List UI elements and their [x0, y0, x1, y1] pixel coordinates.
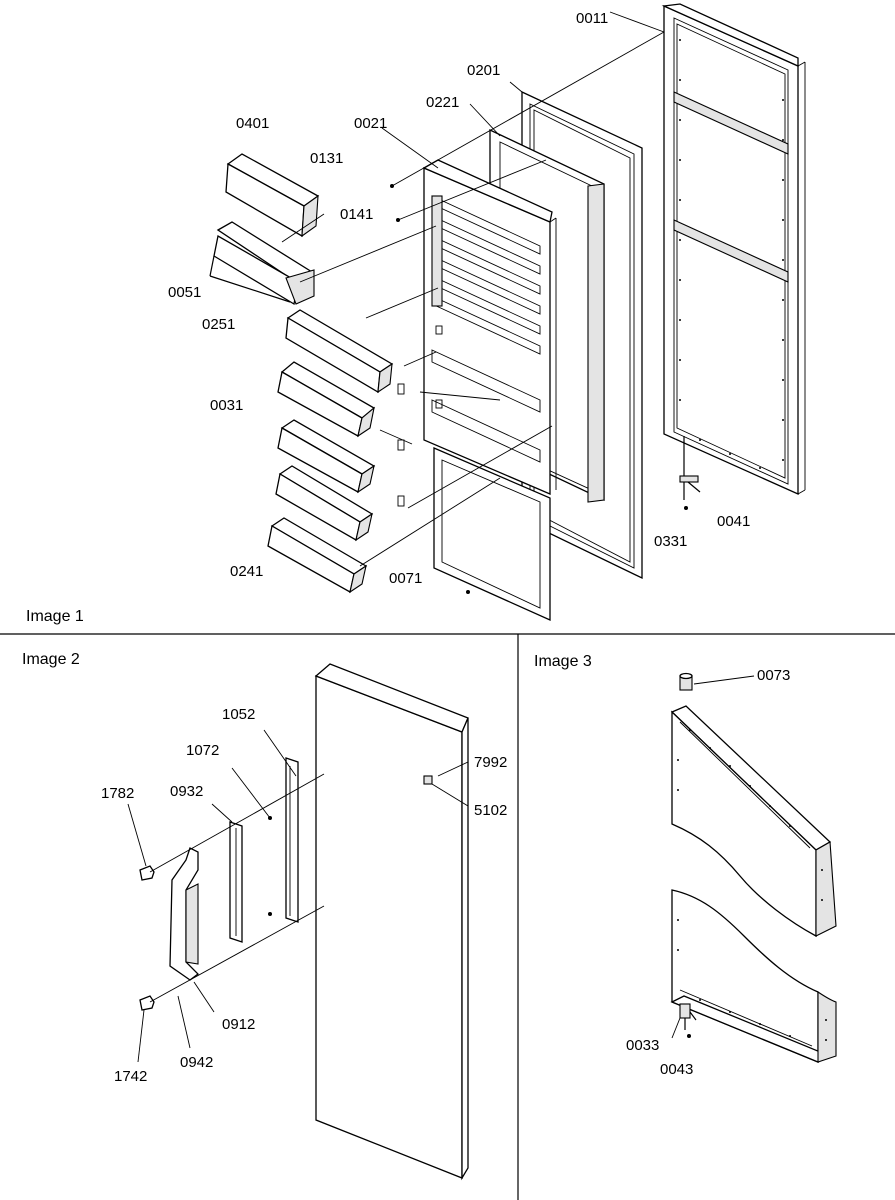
label-0071: 0071	[389, 570, 422, 587]
label-0021: 0021	[354, 115, 387, 132]
door-bottom-section	[670, 889, 837, 1063]
door-handle	[169, 847, 199, 981]
label-0912: 0912	[222, 1016, 255, 1033]
label-0932: 0932	[170, 783, 203, 800]
label-0251: 0251	[202, 316, 235, 333]
image1-title: Image 1	[26, 608, 84, 625]
bin-clips	[397, 383, 405, 507]
door-slab	[314, 663, 469, 1181]
label-0011: 0011	[576, 10, 608, 27]
image2-leader-lines	[127, 729, 469, 1063]
end-cap-1742	[139, 995, 155, 1011]
label-0051: 0051	[168, 284, 201, 301]
image2-panel: Image 2	[22, 651, 507, 1181]
label-0141: 0141	[340, 206, 373, 223]
image3-part-labels: 0073 0033 0043	[626, 667, 790, 1078]
dairy-door-0051	[209, 221, 315, 306]
panel-dividers	[0, 633, 895, 1200]
label-0942: 0942	[180, 1054, 213, 1071]
label-7992: 7992	[474, 754, 507, 771]
image1-panel: Image 1	[26, 3, 806, 625]
label-5102: 5102	[474, 802, 507, 819]
label-0201: 0201	[467, 62, 500, 79]
door-bin-0241	[267, 517, 368, 594]
image1-part-labels: 0011 0201 0221 0021 0401 0131 0141 0051 …	[168, 10, 750, 587]
label-0241: 0241	[230, 563, 263, 580]
hinge-pin-assembly	[679, 436, 701, 510]
label-0041: 0041	[717, 513, 750, 530]
door-top-fasteners	[677, 729, 823, 901]
label-1782: 1782	[101, 785, 134, 802]
label-1072: 1072	[186, 742, 219, 759]
label-1742: 1742	[114, 1068, 147, 1085]
image3-panel: Image 3	[534, 653, 837, 1078]
end-cap-1782	[139, 865, 155, 881]
bottom-hinge	[671, 1003, 697, 1039]
handle-trim-0932	[229, 821, 243, 943]
door-bottom-fasteners	[677, 919, 827, 1041]
door-outer-fasteners	[679, 39, 784, 469]
label-0331: 0331	[654, 533, 687, 550]
image1-leader-lines	[281, 11, 665, 567]
label-0221: 0221	[426, 94, 459, 111]
label-0401: 0401	[236, 115, 269, 132]
handle-mount-plate-1052	[285, 757, 299, 923]
door-outer-panel	[661, 3, 806, 496]
label-0033: 0033	[626, 1037, 659, 1054]
image3-title: Image 3	[534, 653, 592, 670]
door-top-section	[670, 705, 837, 938]
label-0131: 0131	[310, 150, 343, 167]
image2-title: Image 2	[22, 651, 80, 668]
image2-part-labels: 1052 1072 1782 0932 7992 5102 0912 1742 …	[101, 706, 507, 1085]
door-bin-0251	[285, 309, 394, 394]
image1-label-dots	[390, 184, 400, 222]
top-hinge-cap	[679, 672, 755, 691]
label-0043: 0043	[660, 1061, 693, 1078]
inner-door-liner	[422, 159, 557, 622]
door-bin-0031	[277, 361, 376, 438]
door-bin-lower	[275, 465, 374, 542]
label-1052: 1052	[222, 706, 255, 723]
label-0073: 0073	[757, 667, 790, 684]
label-0031: 0031	[210, 397, 243, 414]
dairy-bin-0401	[225, 153, 320, 238]
door-bin-middle	[277, 419, 376, 494]
